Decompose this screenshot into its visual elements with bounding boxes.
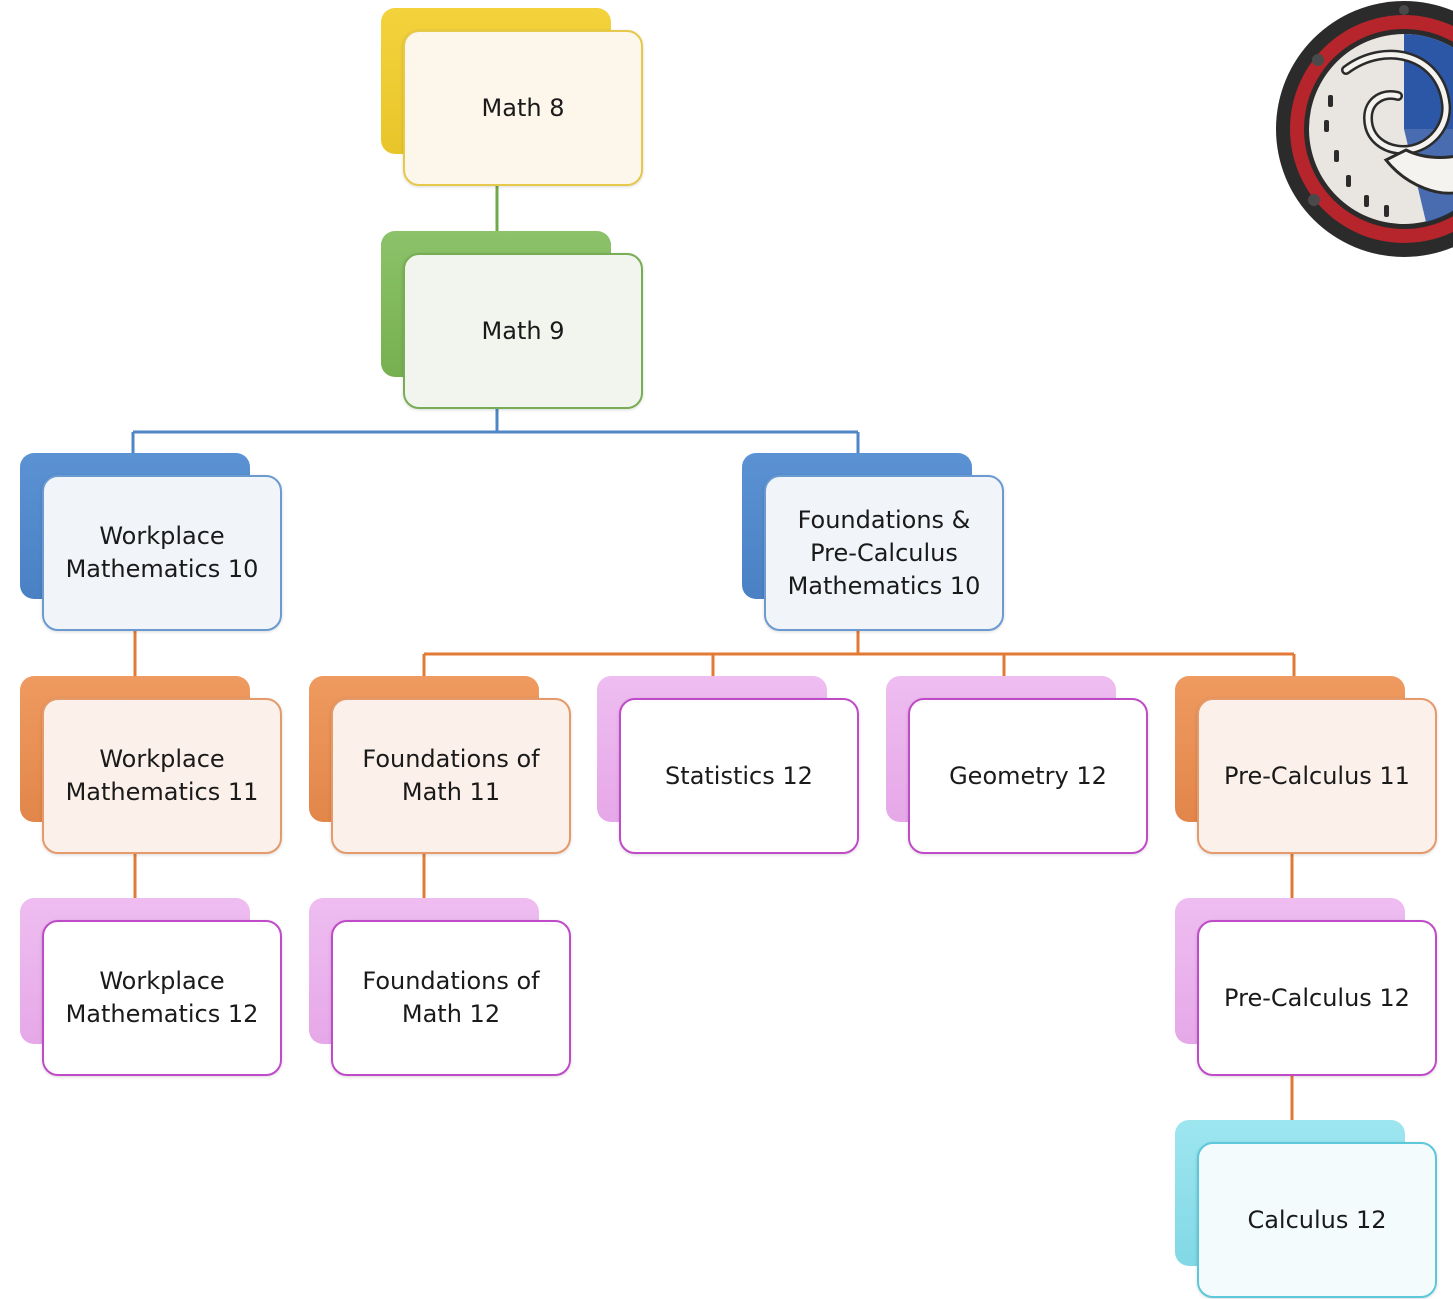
- node-label: Workplace Mathematics 11: [65, 745, 259, 806]
- node-label: Foundations & Pre-Calculus Mathematics 1…: [787, 505, 981, 600]
- node-box: Pre-Calculus 12: [1197, 920, 1437, 1076]
- node-foundations-of-math-11: Foundations of Math 11: [309, 676, 571, 854]
- node-label: Pre-Calculus 11: [1224, 761, 1410, 790]
- node-workplace-mathematics-11: Workplace Mathematics 11: [20, 676, 282, 854]
- node-box: Geometry 12: [908, 698, 1148, 854]
- node-foundations-of-math-12: Foundations of Math 12: [309, 898, 571, 1076]
- node-box: Workplace Mathematics 11: [42, 698, 282, 854]
- node-math-9: Math 9: [381, 231, 643, 409]
- connector-fpc10-children: [422, 630, 1296, 677]
- node-label: Foundations of Math 12: [362, 967, 540, 1028]
- node-foundations-precalculus-10: Foundations & Pre-Calculus Mathematics 1…: [742, 453, 1004, 631]
- node-label: Statistics 12: [665, 761, 813, 790]
- node-workplace-mathematics-10: Workplace Mathematics 10: [20, 453, 282, 631]
- node-box: Workplace Mathematics 10: [42, 475, 282, 631]
- node-statistics-12: Statistics 12: [597, 676, 859, 854]
- node-box: Calculus 12: [1197, 1142, 1437, 1298]
- node-label: Workplace Mathematics 10: [65, 522, 259, 583]
- node-label: Geometry 12: [949, 761, 1107, 790]
- node-calculus-12: Calculus 12: [1175, 1120, 1437, 1298]
- node-label: Calculus 12: [1247, 1205, 1387, 1234]
- node-label: Workplace Mathematics 12: [65, 967, 259, 1028]
- node-box: Foundations of Math 12: [331, 920, 571, 1076]
- node-box: Workplace Mathematics 12: [42, 920, 282, 1076]
- school-crest-icon: [1276, 1, 1453, 257]
- node-label: Pre-Calculus 12: [1224, 983, 1410, 1012]
- connector-math9-level10: [131, 408, 860, 456]
- node-pre-calculus-11: Pre-Calculus 11: [1175, 676, 1437, 854]
- node-pre-calculus-12: Pre-Calculus 12: [1175, 898, 1437, 1076]
- node-geometry-12: Geometry 12: [886, 676, 1148, 854]
- node-box: Statistics 12: [619, 698, 859, 854]
- node-label: Foundations of Math 11: [362, 745, 540, 806]
- node-box: Math 9: [403, 253, 643, 409]
- node-box: Foundations of Math 11: [331, 698, 571, 854]
- node-box: Math 8: [403, 30, 643, 186]
- node-workplace-mathematics-12: Workplace Mathematics 12: [20, 898, 282, 1076]
- node-box: Pre-Calculus 11: [1197, 698, 1437, 854]
- node-box: Foundations & Pre-Calculus Mathematics 1…: [764, 475, 1004, 631]
- node-label: Math 9: [481, 316, 565, 345]
- node-math-8: Math 8: [381, 8, 643, 186]
- node-label: Math 8: [481, 93, 565, 122]
